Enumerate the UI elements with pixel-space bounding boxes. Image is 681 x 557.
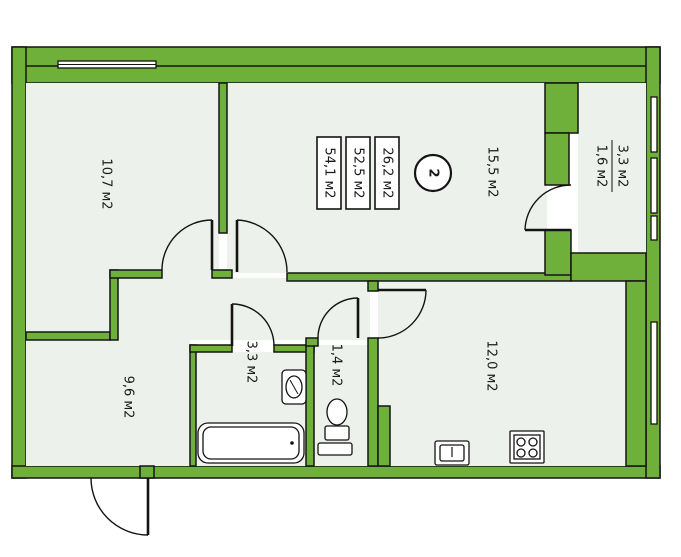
wall-entrance-pier [139,465,155,479]
wall-balcony-bottom [570,252,647,282]
apartment-summary: 54,1 м2 52,5 м2 26,2 м2 2 [316,136,453,210]
rooms-count-circle [413,153,453,193]
useful-area: 52,5 м2 [351,147,366,198]
wall-kitchen-left [367,337,379,467]
toilet-tank [324,425,350,441]
window-top [26,60,646,69]
wall-room-left-bottom [25,331,111,341]
label-hall: 9,6 м2 [121,376,136,419]
window-kitchen [650,321,658,425]
door-entrance-swing [90,477,149,536]
wall-hall-top [109,269,163,279]
door-toilet-swing [317,297,359,339]
fixtures [197,369,545,466]
door-kitchen-swing [377,289,427,339]
interior-walls [25,82,647,479]
stove-burner-4 [528,448,538,458]
window-balcony-3 [650,215,658,241]
toilet-sink [317,442,353,456]
floor-hall [26,340,190,466]
label-room-main: 15,5 м2 [485,146,500,197]
label-balcony-reduced: 1,6 м2 [594,145,609,188]
bathtub-inner [202,426,300,460]
label-bathroom: 3,3 м2 [244,341,259,384]
wall-room-main-bottom-left [211,269,233,279]
wall-bathroom-top-left [189,344,233,353]
window-balcony-1 [650,96,658,153]
stove-burner-3 [516,448,526,458]
living-area-box [374,136,400,210]
door-bathroom-swing [231,303,275,347]
wall-kitchen-right-pier [625,280,647,467]
total-area: 54,1 м2 [322,147,337,198]
wall-bathroom-left [189,344,197,467]
windows-right [650,96,658,425]
door-room-left-swing [161,219,213,271]
floor-hall-upper [110,278,370,340]
wall-room-main-bottom [286,272,572,282]
wall-room-left-right [218,82,228,234]
wall-left [11,46,27,479]
total-area-box [316,136,342,210]
label-room-left: 10,7 м2 [99,158,114,209]
floor-kitchen [378,281,628,466]
wall-balcony-left-mid [544,132,570,186]
stove-burner-1 [516,437,526,447]
doors [90,184,572,536]
room-labels: 10,7 м2 15,5 м2 3,3 м2 1,6 м2 9,6 м2 3,3… [99,140,630,418]
window-balcony-2 [650,157,658,214]
wall-balcony-left-low [544,229,572,276]
label-balcony: 3,3 м2 [615,145,630,188]
rooms-count: 2 [426,168,441,177]
toilet-bowl [326,398,348,426]
wall-bottom [11,465,661,479]
wall-toilet-top [305,337,319,347]
bathtub-drain [290,441,294,445]
useful-area-box [345,136,371,210]
wall-kitchen-top-left [367,280,379,292]
label-kitchen: 12,0 м2 [484,340,499,391]
wall-bathroom-toilet [305,344,315,467]
wall-kitchen-partition [377,405,391,467]
door-balcony-swing [524,184,572,231]
wall-balcony-left-top [544,82,579,134]
washbasin-tap [289,379,299,395]
outer-walls [11,46,661,479]
label-toilet: 1,4 м2 [329,344,344,387]
living-area: 26,2 м2 [380,147,395,198]
stove-burner-2 [528,437,538,447]
door-room-main-swing [236,219,288,273]
wall-hall-vertical [109,269,119,341]
